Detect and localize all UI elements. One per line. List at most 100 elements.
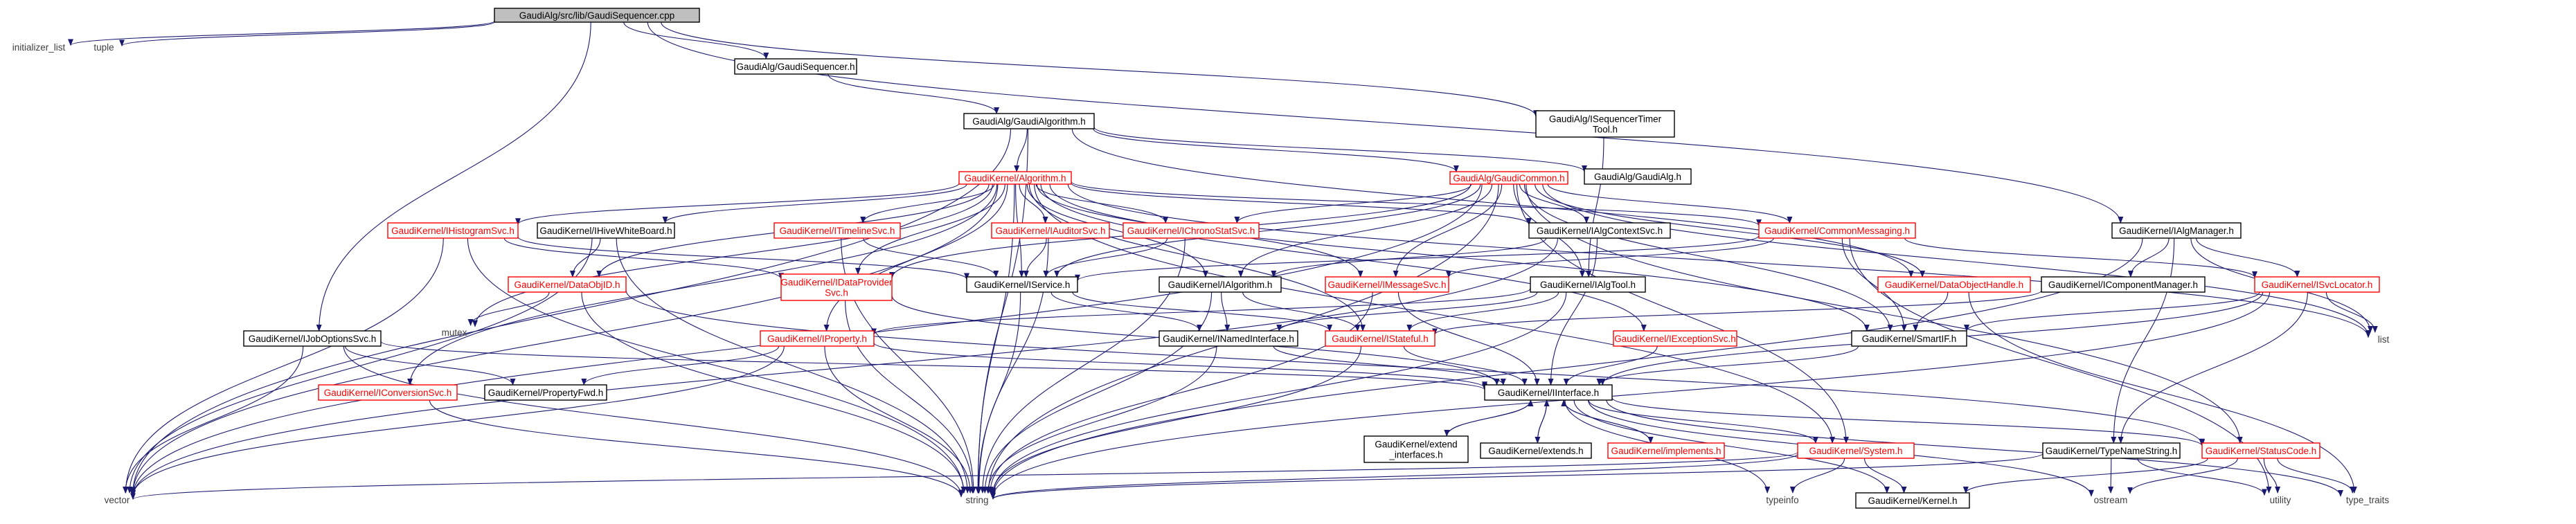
node-ialgmanager[interactable]: GaudiKernel/IAlgManager.h (2111, 222, 2242, 239)
node-iproperty[interactable]: GaudiKernel/IProperty.h (760, 330, 875, 347)
node-kernel[interactable]: GaudiKernel/Kernel.h (1855, 492, 1970, 509)
edge-ialgtool-to-inamedinterface (1276, 291, 1538, 332)
node-box (1325, 276, 1449, 293)
edge-ialgmanager-to-isvclocator (2196, 237, 2300, 278)
node-label: GaudiKernel/IJobOptionsSvc.h (249, 334, 377, 344)
node-dataobjecthandle[interactable]: GaudiKernel/DataObjectHandle.h (1877, 276, 2031, 293)
node-imessagesvc[interactable]: GaudiKernel/IMessageSvc.h (1325, 276, 1449, 293)
node-propertyfwd[interactable]: GaudiKernel/PropertyFwd.h (484, 384, 607, 401)
node-box (1484, 384, 1613, 401)
node-label: GaudiKernel/ISvcLocator.h (2262, 280, 2373, 290)
node-box (760, 330, 875, 347)
node-box (1159, 330, 1298, 347)
edge-gaudicommon-to-list (1542, 183, 2371, 337)
node-gaudisequencer-h[interactable]: GaudiAlg/GaudiSequencer.h (734, 58, 857, 75)
node-label: utility (2270, 495, 2291, 505)
node-label: GaudiAlg/ISequencerTimer (1549, 114, 1662, 125)
edge-gaudialgorithm_h-to-ialgorithm_red (1014, 128, 1028, 172)
node-ijoboptionssvc[interactable]: GaudiKernel/IJobOptionsSvc.h (243, 330, 382, 347)
edge-iproperty-to-iinterface (873, 342, 1487, 389)
node-iservice[interactable]: GaudiKernel/IService.h (966, 276, 1078, 293)
node-box (387, 222, 519, 239)
node-box (1855, 492, 1970, 509)
edge-commonmessaging-to-imessagesvc (1446, 237, 1774, 278)
node-commonmessaging[interactable]: GaudiKernel/CommonMessaging.h (1758, 222, 1916, 239)
edge-ialgorithm_red-to-mutex (472, 183, 993, 327)
node-gaudialg-h[interactable]: GaudiAlg/GaudiAlg.h (1584, 168, 1692, 185)
edge-ialgorithm_red-to-itimelinesvc (860, 183, 995, 224)
edge-ialgorithm_red-to-ialgcontextsvc (1071, 182, 1532, 225)
node-label: GaudiKernel/CommonMessaging.h (1764, 226, 1910, 236)
edge-statuscode-to-utility (2263, 458, 2281, 494)
node-ialgtool[interactable]: GaudiKernel/IAlgTool.h (1530, 276, 1646, 293)
node-root[interactable]: GaudiAlg/src/lib/GaudiSequencer.cpp (494, 8, 700, 23)
edge-ialgorithm-to-inamedinterface (1221, 291, 1231, 332)
node-iconversionsvc[interactable]: GaudiKernel/IConversionSvc.h (318, 384, 458, 401)
node-box (1325, 330, 1435, 347)
node-gaudicommon[interactable]: GaudiAlg/GaudiCommon.h (1449, 171, 1568, 185)
node-label: GaudiKernel/IHiveWhiteBoard.h (539, 226, 672, 236)
edge-gaudialgorithm_h-to-gaudicommon (1093, 128, 1459, 172)
node-iexceptionsvc[interactable]: GaudiKernel/IExceptionSvc.h (1613, 330, 1737, 347)
node-label: vector (105, 495, 130, 505)
edge-dataobjid-to-string (581, 291, 967, 494)
node-box (494, 8, 700, 23)
node-icomponentmanager[interactable]: GaudiKernel/IComponentManager.h (2041, 276, 2206, 293)
node-ihistogramsvc[interactable]: GaudiKernel/IHistogramSvc.h (387, 222, 519, 239)
node-ihivewhiteboard[interactable]: GaudiKernel/IHiveWhiteBoard.h (537, 222, 675, 239)
edge-ialgorithm_red-to-idataprovidersvc (855, 183, 1005, 275)
node-extends[interactable]: GaudiKernel/extends.h (1480, 442, 1592, 459)
node-box (1851, 330, 1967, 347)
edge-isequencertimertool-to-ialgtool (1586, 136, 1604, 278)
node-box (243, 330, 382, 347)
node-box (1877, 276, 2031, 293)
edge-ialgorithm_red-to-smartif (1049, 183, 1870, 332)
node-box (1797, 442, 1915, 459)
node-itimelinesvc[interactable]: GaudiKernel/ITimelineSvc.h (773, 222, 901, 239)
edge-isvclocator-to-typenamestring (2118, 291, 2308, 444)
node-ialgorithm-red[interactable]: GaudiKernel/Algorithm.h (958, 171, 1072, 185)
node-label: GaudiAlg/GaudiAlgorithm.h (972, 116, 1086, 127)
node-label: GaudiKernel/DataObjID.h (514, 280, 620, 290)
node-box (2254, 276, 2380, 293)
node-isvclocator[interactable]: GaudiKernel/ISvcLocator.h (2254, 276, 2380, 293)
node-istateful[interactable]: GaudiKernel/IStateful.h (1325, 330, 1435, 347)
node-typenamestring[interactable]: GaudiKernel/TypeNameString.h (2042, 442, 2181, 459)
edge-ialgtool-to-iproperty (871, 288, 1531, 336)
node-inamedinterface[interactable]: GaudiKernel/INamedInterface.h (1159, 330, 1298, 347)
edge-imessagesvc-to-iinterface (1397, 291, 1540, 386)
edge-ihivewhiteboard-to-dataobjid (569, 237, 601, 278)
edge-ialgorithm_red-to-list (1067, 183, 2371, 338)
edge-gaudicommon-to-iservice (1054, 183, 1481, 278)
node-gaudialgorithm-h[interactable]: GaudiAlg/GaudiAlgorithm.h (963, 113, 1095, 129)
node-box (1122, 222, 1260, 239)
node-typeinfo: typeinfo (1766, 495, 1798, 505)
edge-iauditorsvc-to-iservice (1023, 237, 1047, 278)
node-dataobjid[interactable]: GaudiKernel/DataObjID.h (508, 276, 627, 293)
node-label: tuple (93, 42, 114, 53)
node-label: GaudiKernel/StatusCode.h (2206, 446, 2317, 456)
node-ialgcontextsvc[interactable]: GaudiKernel/IAlgContextSvc.h (1528, 222, 1671, 239)
node-ialgorithm[interactable]: GaudiKernel/IAlgorithm.h (1159, 276, 1282, 293)
node-ichronostatsvc[interactable]: GaudiKernel/IChronoStatSvc.h (1122, 222, 1260, 239)
edge-iservice-to-inamedinterface (1050, 291, 1202, 332)
node-label: initializer_list (12, 42, 66, 53)
node-system[interactable]: GaudiKernel/System.h (1797, 442, 1915, 459)
node-ostream: ostream (2094, 495, 2128, 505)
node-label: GaudiKernel/IAlgorithm.h (1168, 280, 1273, 290)
node-iauditorsvc[interactable]: GaudiKernel/IAuditorSvc.h (991, 222, 1110, 239)
node-box (1584, 168, 1692, 185)
node-statuscode[interactable]: GaudiKernel/StatusCode.h (2201, 442, 2320, 459)
node-label: GaudiKernel/IInterface.h (1498, 388, 1599, 398)
node-box (963, 113, 1095, 129)
edge-iinterface-to-system (1588, 399, 1818, 444)
node-iinterface[interactable]: GaudiKernel/IInterface.h (1484, 384, 1613, 401)
edge-ialgmanager-to-icomponentmanager (2127, 237, 2170, 278)
node-mutex: mutex (442, 327, 467, 338)
node-extend-interfaces[interactable]: GaudiKernel/extend_interfaces.h (1363, 435, 1469, 463)
node-box (508, 276, 627, 293)
node-implements[interactable]: GaudiKernel/implements.h (1607, 442, 1725, 459)
node-smartif[interactable]: GaudiKernel/SmartIF.h (1851, 330, 1967, 347)
